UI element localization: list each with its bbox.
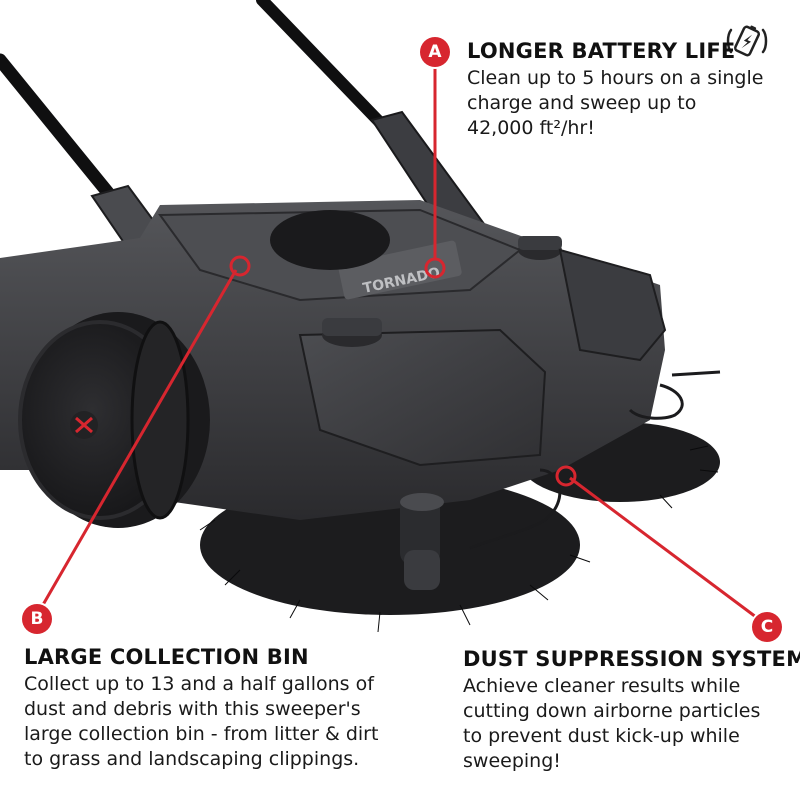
description-line: dust and debris with this sweeper's xyxy=(24,698,361,720)
dust-suppression-hose xyxy=(469,370,721,550)
dust-suppression-callout: DUST SUPPRESSION SYSTEM Achieve cleaner … xyxy=(463,646,800,774)
battery-life-description: Clean up to 5 hours on a single charge a… xyxy=(467,66,787,141)
description-line: to grass and landscaping clippings. xyxy=(24,748,360,770)
collection-bin-callout: LARGE COLLECTION BIN Collect up to 13 an… xyxy=(24,644,404,772)
callout-target-rings xyxy=(229,255,577,487)
dust-suppression-description: Achieve cleaner results while cutting do… xyxy=(463,674,793,774)
collection-bin-title: LARGE COLLECTION BIN xyxy=(24,645,309,669)
description-line: 42,000 ft²/hr! xyxy=(467,117,595,139)
battery-life-title: LONGER BATTERY LIFE xyxy=(467,39,736,63)
description-line: Achieve cleaner results while xyxy=(463,675,741,697)
description-line: sweeping! xyxy=(463,750,561,772)
front-caster xyxy=(400,493,444,590)
description-line: to prevent dust kick-up while xyxy=(463,725,740,747)
callout-leader-lines xyxy=(38,52,761,622)
collection-bin-description: Collect up to 13 and a half gallons of d… xyxy=(24,672,404,772)
description-line: cutting down airborne particles xyxy=(463,700,761,722)
battery-icon xyxy=(726,25,768,57)
marker-c: C xyxy=(752,612,782,642)
wheels xyxy=(18,210,390,528)
battery-life-callout: LONGER BATTERY LIFE Clean up to 5 hours … xyxy=(467,38,787,141)
dust-suppression-title: DUST SUPPRESSION SYSTEM xyxy=(463,647,800,671)
description-line: large collection bin - from litter & dir… xyxy=(24,723,379,745)
description-line: Collect up to 13 and a half gallons of xyxy=(24,673,374,695)
marker-a: A xyxy=(420,37,450,67)
description-line: charge and sweep up to xyxy=(467,92,697,114)
description-line: Clean up to 5 hours on a single xyxy=(467,67,764,89)
marker-b: B xyxy=(22,604,52,634)
